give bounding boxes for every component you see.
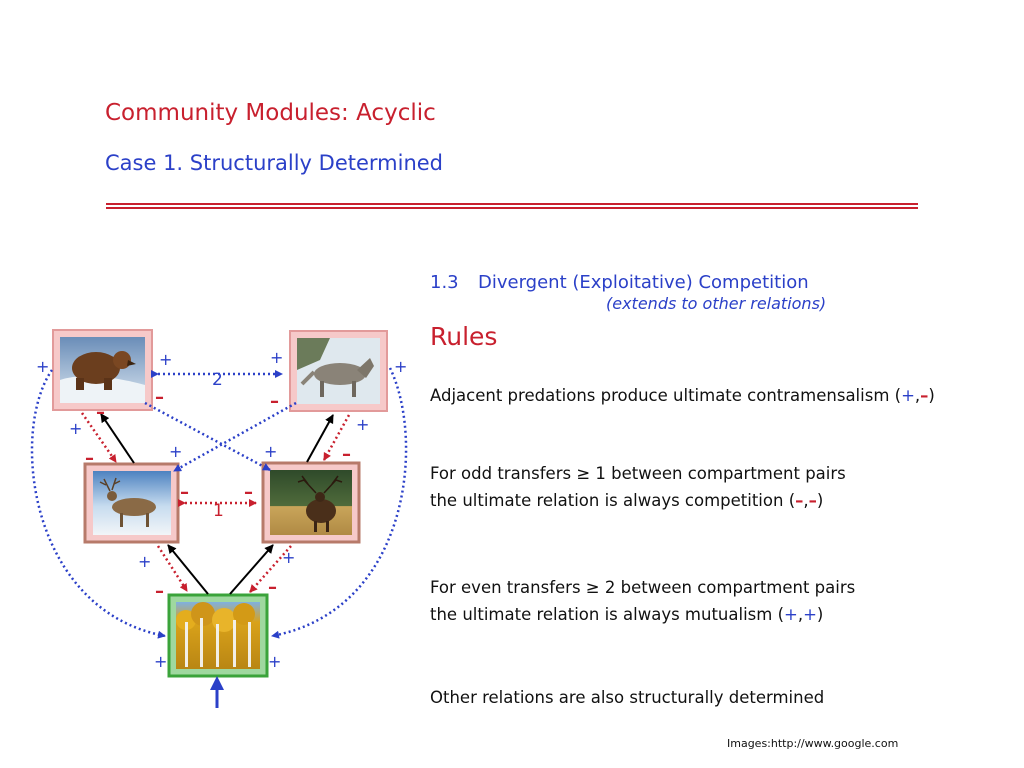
rule-text: the ultimate relation is always mutualis… (430, 605, 785, 624)
sign-separator: , (797, 605, 804, 624)
transfer-count-label: 2 (212, 370, 223, 390)
sign-separator: , (803, 491, 809, 510)
negative-effect-arrow (249, 545, 292, 593)
plus-sign: + (901, 386, 915, 405)
rule-odd-transfers: For odd transfers ≥ 1 between compartmen… (430, 460, 846, 514)
elk-node (261, 461, 361, 544)
plus-sign-label: + (264, 442, 277, 461)
slide-title: Community Modules: Acyclic (105, 100, 436, 126)
negative-effect-arrow (156, 545, 189, 592)
section-title: Divergent (Exploitative) Competition (478, 272, 809, 293)
rule-close: ) (816, 605, 824, 624)
rule-text: For odd transfers ≥ 1 between compartmen… (430, 464, 846, 483)
predation-arrow (306, 414, 334, 463)
rule-adjacent: Adjacent predations produce ultimate con… (430, 382, 935, 409)
slide-subtitle: Case 1. Structurally Determined (105, 151, 444, 175)
rule-text: Adjacent predations produce ultimate con… (430, 386, 902, 405)
section-heading: 1.3 Divergent (Exploitative) Competition (430, 272, 809, 293)
minus-sign-label: – (270, 391, 279, 412)
minus-sign-label: – (96, 402, 105, 423)
rules-heading: Rules (430, 322, 498, 351)
rule-text: For even transfers ≥ 2 between compartme… (430, 578, 856, 597)
positive-effect-arrow (144, 401, 271, 472)
plus-sign-label: + (159, 350, 172, 369)
minus-sign-label: – (180, 482, 189, 503)
image-credit: Images:http://www.google.com (727, 737, 899, 750)
minus-sign-label: – (155, 581, 164, 602)
section-note: (extends to other relations) (606, 294, 827, 313)
plus-sign-label: + (169, 442, 182, 461)
rule-close: ) (816, 491, 824, 510)
negative-effect-arrow (322, 414, 351, 461)
predation-arrow (167, 544, 209, 595)
plus-sign-label: + (138, 552, 151, 571)
rule-even-transfers: For even transfers ≥ 2 between compartme… (430, 574, 855, 628)
tree-icon (176, 602, 255, 667)
positive-effect-arrow (271, 367, 408, 639)
plus-sign-label: + (394, 357, 407, 376)
deer-node (83, 462, 180, 544)
rule-text: the ultimate relation is always competit… (430, 491, 796, 510)
rule-other-relations: Other relations are also structurally de… (430, 688, 825, 707)
deer-icon (112, 498, 156, 516)
title-divider-bottom (106, 207, 918, 209)
minus-sign-label: – (155, 387, 164, 408)
plus-sign-label: + (356, 415, 369, 434)
plus-sign-label: + (270, 348, 283, 367)
predation-arrow (100, 413, 135, 464)
minus-sign: – (920, 386, 929, 405)
predation-arrow (229, 544, 274, 595)
bear-node (52, 329, 153, 411)
positive-effect-arrow (173, 401, 297, 473)
rule-close: ) (928, 386, 935, 405)
bear-icon (72, 352, 120, 384)
plus-sign-label: + (69, 419, 82, 438)
plus-sign-label: + (268, 652, 281, 671)
plus-sign: + (784, 605, 798, 624)
wolf-node (289, 330, 388, 412)
title-divider-top (106, 203, 918, 205)
minus-sign: – (808, 491, 817, 510)
wolf-icon (314, 363, 366, 385)
aspen-trees-node (167, 593, 269, 678)
plus-sign-label: + (36, 357, 49, 376)
plus-sign-label: + (154, 652, 167, 671)
minus-sign-label: – (268, 577, 277, 598)
minus-sign-label: – (85, 448, 94, 469)
elk-icon (306, 499, 336, 523)
positive-effect-arrow (30, 369, 166, 639)
minus-sign-label: – (342, 444, 351, 465)
sign-separator: , (914, 386, 921, 405)
transfer-count-label: 1 (213, 501, 224, 521)
section-number: 1.3 (430, 272, 459, 293)
plus-sign: + (803, 605, 817, 624)
plus-sign-label: + (282, 548, 295, 567)
minus-sign-label: – (244, 482, 253, 503)
minus-sign: – (795, 491, 804, 510)
